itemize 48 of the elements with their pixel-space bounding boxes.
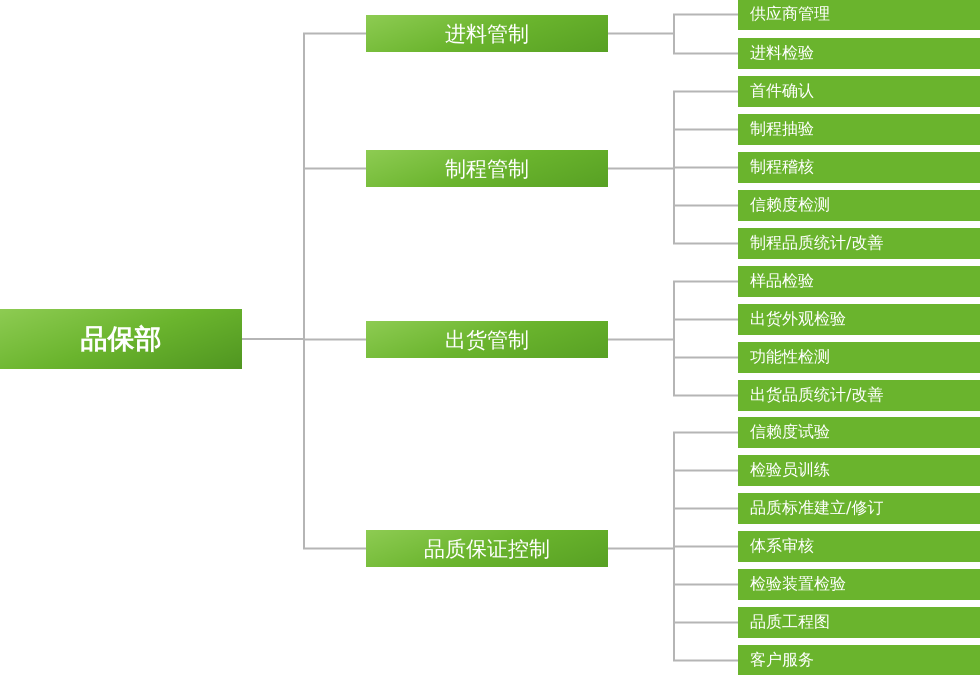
node-label: 信赖度检测 — [750, 195, 830, 216]
node-label: 客户服务 — [750, 650, 814, 671]
task-box — [738, 152, 980, 183]
node-label: 出货管制 — [445, 326, 529, 354]
task-box — [738, 114, 980, 145]
section-box — [366, 530, 608, 567]
node-label: 制程抽验 — [750, 119, 814, 140]
task-box — [738, 38, 980, 69]
task-box — [738, 342, 980, 373]
task-box — [738, 607, 980, 638]
node-label: 品质标准建立/修订 — [750, 498, 884, 519]
node-label: 检验装置检验 — [750, 574, 846, 595]
node-label: 品质工程图 — [750, 612, 830, 633]
node-label: 进料管制 — [445, 20, 529, 48]
task-box — [738, 493, 980, 524]
connector-line — [608, 548, 738, 662]
task-box — [738, 380, 980, 411]
node-label: 品保部 — [80, 323, 162, 357]
task-box — [738, 569, 980, 600]
task-box — [738, 266, 980, 297]
task-box — [738, 645, 980, 675]
node-label: 制程稽核 — [750, 157, 814, 178]
node-label: 检验员训练 — [750, 460, 830, 481]
node-label: 品质保证控制 — [424, 536, 550, 562]
section-box — [366, 321, 608, 358]
task-box — [738, 190, 980, 221]
task-box — [738, 0, 980, 30]
task-box — [738, 304, 980, 335]
task-box — [738, 455, 980, 486]
node-label: 首件确认 — [750, 81, 814, 102]
task-box — [738, 417, 980, 448]
department-box — [0, 309, 242, 369]
node-label: 制程品质统计/改善 — [750, 233, 884, 254]
section-box — [366, 150, 608, 187]
node-label: 供应商管理 — [750, 4, 830, 25]
connector-line — [242, 338, 366, 550]
node-label: 样品检验 — [750, 271, 814, 292]
node-label: 出货品质统计/改善 — [750, 385, 884, 406]
node-label: 信赖度试验 — [750, 422, 830, 443]
node-label: 出货外观检验 — [750, 309, 846, 330]
task-box — [738, 531, 980, 562]
node-label: 体系审核 — [750, 536, 814, 557]
node-label: 制程管制 — [445, 156, 529, 182]
task-box — [738, 76, 980, 107]
node-label: 功能性检测 — [750, 347, 830, 368]
section-box — [366, 15, 608, 52]
node-label: 进料检验 — [750, 43, 814, 64]
task-box — [738, 228, 980, 259]
